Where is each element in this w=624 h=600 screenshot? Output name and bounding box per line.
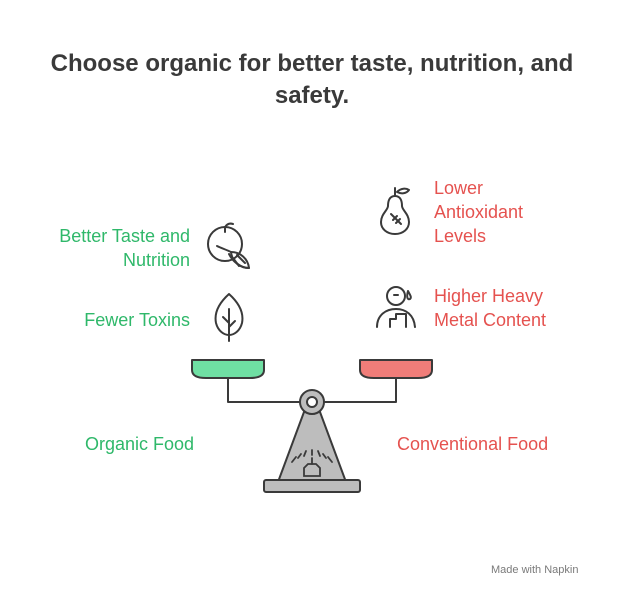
conventional-food-label: Conventional Food [397, 434, 549, 454]
scale-gauge [291, 449, 333, 477]
pear-icon [380, 187, 410, 235]
person-with-weight-icon [376, 286, 416, 328]
scale-base [263, 479, 361, 493]
orange-slice-icon [207, 222, 250, 270]
organic-food-label: Organic Food [85, 434, 195, 454]
fewer-toxins-label: Fewer Toxins [84, 310, 190, 330]
left-pan [191, 359, 265, 379]
napkin-credit[interactable]: Made with Napkin [491, 564, 578, 576]
right-pan [359, 359, 433, 379]
lower-antioxidant-label: Lower Antioxidant Levels [434, 178, 524, 246]
credit-text: Made with Napkin [491, 564, 579, 576]
heavy-metal-label: Higher Heavy Metal Content [434, 286, 547, 330]
leaf-icon [214, 293, 244, 342]
better-taste-label: Better Taste and Nutrition [59, 226, 190, 270]
diagram-title: Choose organic for better taste, nutriti… [50, 50, 574, 109]
